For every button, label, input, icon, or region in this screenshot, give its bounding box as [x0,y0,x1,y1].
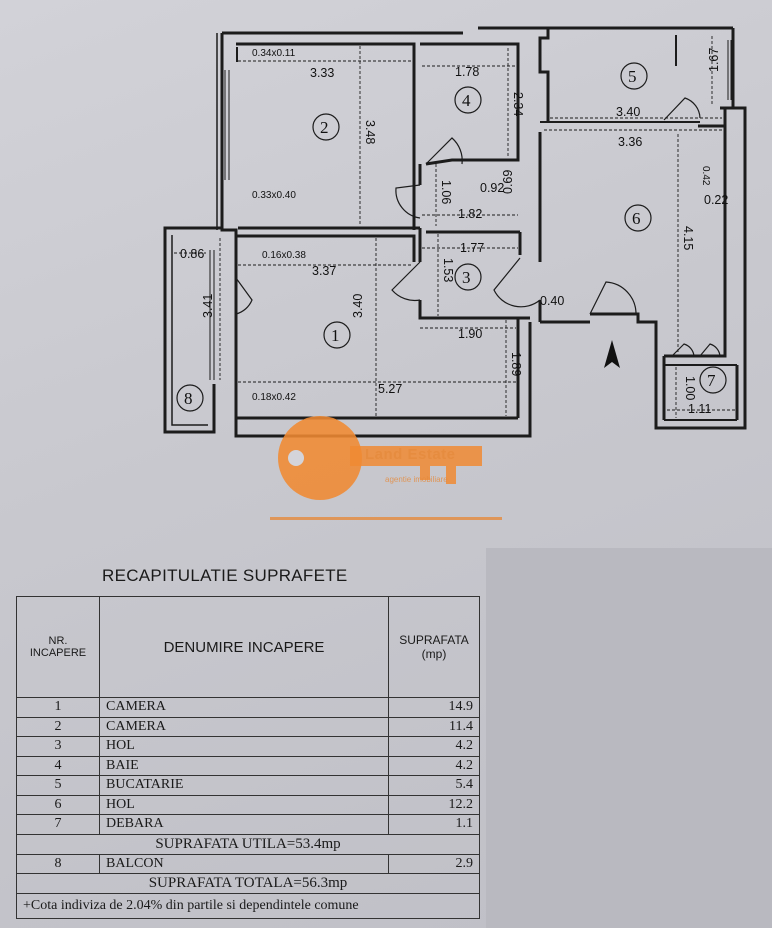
dim-label: 3.36 [618,135,642,149]
summary-title: RECAPITULATIE SUPRAFETE [102,566,348,585]
dim-label: 1.90 [458,327,482,341]
dim-label: 3.41 [201,294,215,318]
dim-label: 1.82 [458,207,482,221]
room-number-1: 1 [331,326,340,345]
cell-nr: 2 [16,716,100,737]
dim-label: 1.06 [439,180,453,204]
table-row: 7 DEBARA 1.1 [16,814,480,835]
cell-name: HOL [99,794,389,815]
header-room-number: NR. INCAPERE [16,596,100,698]
cell-name: HOL [99,736,389,757]
cell-area: 5.4 [388,775,480,796]
dim-label: 0.22 [704,193,728,207]
cell-area: 4.2 [388,755,480,776]
dim-label: 0.86 [180,247,204,261]
dim-label: 4.15 [681,226,695,250]
room-number-6: 6 [632,209,641,228]
dim-label: 0.92 [480,181,504,195]
floor-plan: 1 2 3 4 5 6 7 8 0.34x0.11 3.33 1.78 2.34… [163,26,747,438]
useful-area-row: SUPRAFATA UTILA=53.4mp [16,833,480,855]
header-area: SUPRAFATA (mp) [388,596,480,698]
dim-label: 3.40 [616,105,640,119]
photo-shadow-area [486,548,772,928]
room-number-2: 2 [320,118,329,137]
dim-label: 2.34 [511,92,525,116]
dim-label: 0.16x0.38 [262,250,306,261]
total-area: SUPRAFATA TOTALA=56.3mp [16,873,480,894]
logo-brand-name: Land Estate [365,446,456,463]
key-logo-icon [278,416,482,500]
dim-label: 5.27 [378,382,402,396]
dim-label: 1.53 [441,258,455,282]
room-number-4: 4 [462,91,471,110]
table-row: 4 BAIE 4.2 [16,755,480,776]
cell-nr: 5 [16,775,100,796]
table-row: 1 CAMERA 14.9 [16,697,480,718]
cell-area: 11.4 [388,716,480,737]
logo-underline [270,517,502,520]
footnote: +Cota indiviza de 2.04% din partile si d… [16,893,480,919]
dim-label: 0.18x0.42 [252,392,296,403]
dim-label: 1.11 [688,402,711,416]
cell-area: 14.9 [388,697,480,718]
dim-label: 0.69 [501,170,515,194]
room-number-7: 7 [707,371,716,390]
cell-area: 1.1 [388,814,480,835]
cell-name: CAMERA [99,716,389,737]
header-room-name: DENUMIRE INCAPERE [99,596,389,698]
dim-label: 0.40 [540,294,564,308]
dim-label: 3.40 [351,294,365,318]
room-number-8: 8 [184,389,193,408]
cell-name: DEBARA [99,814,389,835]
cell-name: BALCON [99,853,389,874]
dim-label: 1.67 [707,48,721,72]
dim-label: 3.48 [363,120,377,144]
table-row: 2 CAMERA 11.4 [16,716,480,737]
north-arrow-icon [604,340,620,368]
cell-area: 4.2 [388,736,480,757]
dim-label: 3.33 [310,66,334,80]
dim-label: 1.00 [683,376,697,400]
cell-nr: 6 [16,794,100,815]
dim-label: 0.42 [700,166,711,186]
cell-name: BAIE [99,755,389,776]
cell-name: BUCATARIE [99,775,389,796]
cell-nr: 4 [16,755,100,776]
total-area-row: SUPRAFATA TOTALA=56.3mp [16,873,480,894]
cell-nr: 7 [16,814,100,835]
dim-label: 0.33x0.40 [252,190,296,201]
dim-label: 0.34x0.11 [252,48,296,59]
table-row: 8 BALCON 2.9 [16,853,480,874]
logo-subtitle: agentie imobiliare [385,475,448,484]
cell-nr: 1 [16,697,100,718]
useful-area-total: SUPRAFATA UTILA=53.4mp [16,833,480,855]
cell-area: 12.2 [388,794,480,815]
cell-nr: 8 [16,853,100,874]
table-row: 3 HOL 4.2 [16,736,480,757]
room-number-5: 5 [628,67,637,86]
dim-label: 3.37 [312,264,336,278]
cell-area: 2.9 [388,853,480,874]
dim-label: 1.78 [455,65,479,79]
table-row: 5 BUCATARIE 5.4 [16,775,480,796]
area-summary-table: NR. INCAPERE DENUMIRE INCAPERE SUPRAFATA… [16,596,480,919]
table-row: 6 HOL 12.2 [16,794,480,815]
cell-nr: 3 [16,736,100,757]
dim-label: 1.89 [509,352,523,376]
dim-label: 1.77 [460,241,484,255]
footnote-row: +Cota indiviza de 2.04% din partile si d… [16,893,480,919]
room-number-3: 3 [462,268,471,287]
cell-name: CAMERA [99,697,389,718]
